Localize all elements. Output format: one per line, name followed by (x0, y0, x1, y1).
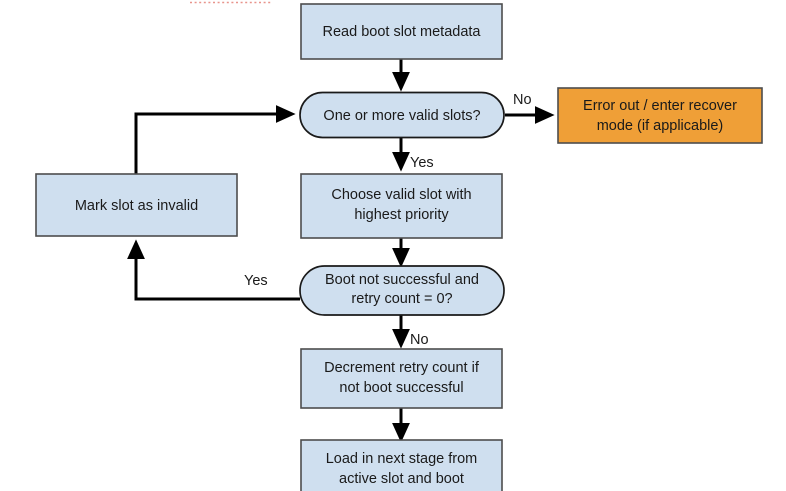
node-read-boot-slot-metadata[interactable]: Read boot slot metadata (300, 3, 503, 60)
edge-label-yes-retry-loop: Yes (244, 273, 268, 289)
node-boot-retry-label-line2: retry count = 0? (351, 291, 452, 307)
node-choose-slot-shape (300, 173, 503, 239)
node-load-next-label-line1: Load in next stage from (326, 451, 478, 467)
node-error-out-shape (557, 87, 763, 144)
node-read-metadata-label: Read boot slot metadata (323, 24, 482, 40)
node-boot-retry-label-line1: Boot not successful and (325, 272, 479, 288)
node-load-next-shape (300, 439, 503, 491)
node-error-out-label-line2: mode (if applicable) (597, 118, 724, 134)
node-decrement-label-line2: not boot successful (339, 380, 463, 396)
node-mark-invalid-label: Mark slot as invalid (75, 198, 198, 214)
node-decrement-label-line1: Decrement retry count if (324, 360, 480, 376)
node-valid-slots-label: One or more valid slots? (323, 108, 480, 124)
node-load-next-label-line2: active slot and boot (339, 471, 464, 487)
node-choose-valid-slot[interactable]: Choose valid slot with highest priority (300, 173, 503, 239)
node-error-out[interactable]: Error out / enter recover mode (if appli… (557, 87, 763, 144)
edge-mark-invalid-to-valid (134, 105, 296, 174)
edge-boot-to-mark-invalid (127, 239, 300, 301)
node-load-next-stage[interactable]: Load in next stage from active slot and … (300, 439, 503, 491)
node-choose-slot-label-line1: Choose valid slot with (331, 187, 471, 203)
node-boot-not-successful[interactable]: Boot not successful and retry count = 0? (299, 265, 505, 316)
node-mark-slot-as-invalid[interactable]: Mark slot as invalid (35, 173, 238, 237)
edge-label-no-valid-slots: No (513, 92, 532, 108)
node-valid-slots-shape (299, 91, 505, 139)
node-choose-slot-label-line2: highest priority (354, 207, 449, 223)
node-decrement-shape (300, 348, 503, 409)
edge-label-yes-valid-slots: Yes (410, 155, 434, 171)
node-read-metadata-shape (300, 3, 503, 60)
node-decrement-retry-count[interactable]: Decrement retry count if not boot succes… (300, 348, 503, 409)
node-boot-retry-shape (299, 265, 505, 316)
node-error-out-label-line1: Error out / enter recover (583, 98, 737, 114)
node-one-or-more-valid-slots[interactable]: One or more valid slots? (299, 91, 505, 139)
node-mark-invalid-shape (35, 173, 238, 237)
edge-label-no-retry: No (410, 332, 429, 348)
